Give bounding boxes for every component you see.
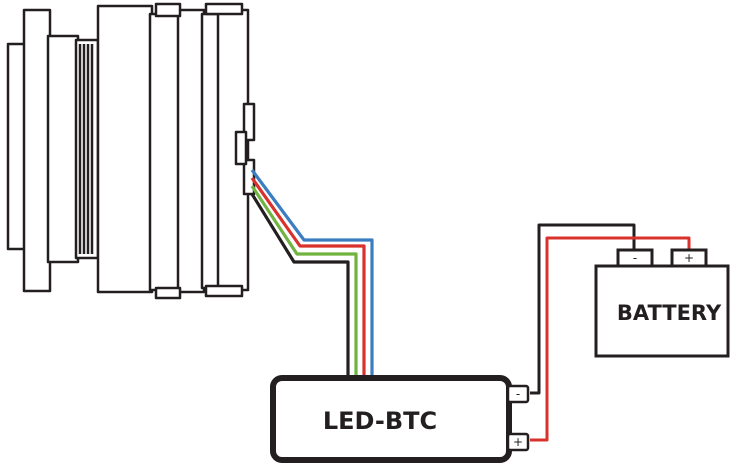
red-wire [250, 177, 366, 378]
positive-lead [530, 236, 691, 442]
battery-positive-terminal [670, 248, 708, 268]
led-light-fixture [6, 2, 256, 300]
fixture-thread [74, 38, 100, 260]
battery-leads [530, 223, 691, 442]
rgb-cable [250, 169, 374, 378]
controller-label: LED-BTC [323, 407, 437, 435]
fixture-ring-1 [148, 12, 182, 292]
controller-positive-terminal [506, 432, 530, 452]
fixture-connector-block-upper [242, 102, 256, 142]
fixture-neck [46, 34, 80, 264]
black-wire [250, 193, 350, 378]
controller-negative-terminal [506, 384, 530, 404]
battery-positive-sign: + [684, 251, 694, 265]
controller-positive-sign: + [513, 435, 523, 449]
green-wire [250, 185, 358, 378]
battery-negative-sign: - [633, 251, 637, 265]
fixture-housing [96, 4, 154, 294]
fixture-back-plate [22, 8, 52, 293]
blue-wire [250, 169, 374, 378]
battery-negative-terminal [616, 248, 654, 268]
led-btc-controller: LED-BTC - + [270, 375, 530, 463]
controller-negative-sign: - [516, 387, 520, 401]
controller-body [270, 375, 512, 463]
battery: - + BATTERY [594, 248, 730, 358]
fixture-connector-block-lower [242, 158, 256, 196]
fixture-ring-2 [176, 8, 206, 294]
battery-label: BATTERY [617, 301, 722, 325]
negative-lead [530, 223, 636, 395]
battery-body [594, 264, 730, 358]
